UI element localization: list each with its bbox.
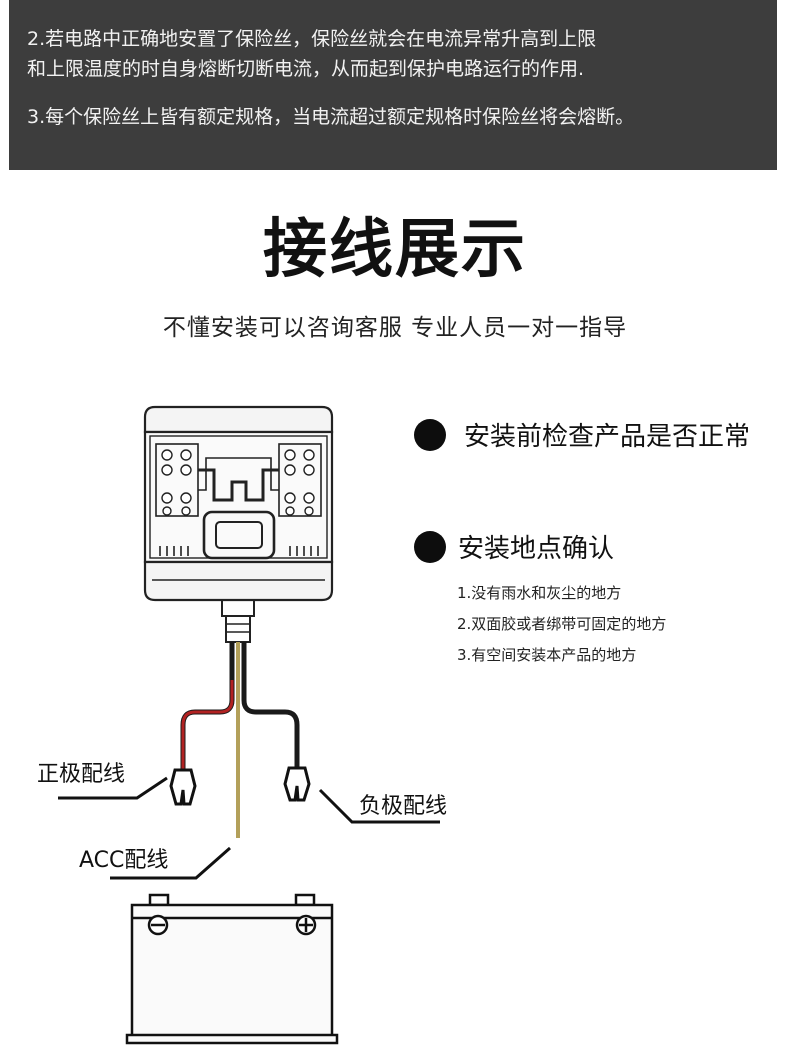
- notice-line: 3.每个保险丝上皆有额定规格，当电流超过额定规格时保险丝将会熔断。: [27, 106, 635, 128]
- list-item: 3.有空间安装本产品的地方: [457, 646, 637, 664]
- checklist-item-label: 安装地点确认: [458, 534, 615, 564]
- bullet-dot-icon: [414, 418, 446, 451]
- vent-slots: [159, 546, 319, 556]
- positive-wire-red: [181, 680, 234, 770]
- list-item: 1.没有雨水和灰尘的地方: [457, 584, 622, 602]
- bullet-dot-icon: [414, 530, 446, 563]
- battery-terminal-positive-icon: [295, 914, 317, 936]
- page-title: 接线展示: [263, 213, 527, 287]
- negative-fork-terminal: [283, 766, 311, 802]
- location-requirements-list: 1.没有雨水和灰尘的地方 2.双面胶或者绑带可固定的地方 3.有空间安装本产品的…: [457, 578, 666, 671]
- notice-line: 2.若电路中正确地安置了保险丝，保险丝就会在电流异常升高到上限: [27, 28, 597, 50]
- list-item: 2.双面胶或者绑带可固定的地方: [457, 615, 667, 633]
- checklist-item-label: 安装前检查产品是否正常: [464, 422, 751, 452]
- checklist-item-location: 安装地点确认: [414, 528, 614, 565]
- positive-wire: [180, 642, 235, 770]
- negative-wire-label: 负极配线: [359, 794, 448, 819]
- positive-wire-label: 正极配线: [37, 762, 126, 787]
- negative-wire: [241, 642, 300, 768]
- positive-fork-terminal: [169, 768, 197, 806]
- page-subtitle: 不懂安装可以咨询客服 专业人员一对一指导: [162, 315, 628, 341]
- acc-wire-label: ACC配线: [79, 848, 169, 873]
- info-notice-panel: 2.若电路中正确地安置了保险丝，保险丝就会在电流异常升高到上限 和上限温度的时自…: [9, 0, 777, 170]
- battery-terminal-negative-icon: [147, 914, 169, 936]
- checklist-item-product-check: 安装前检查产品是否正常: [414, 416, 750, 453]
- terminal-screws: [161, 449, 315, 516]
- device-unit: [143, 405, 334, 643]
- notice-line: 和上限温度的时自身熔断切断电流，从而起到保护电路运行的作用.: [27, 58, 585, 80]
- leader-lines: [58, 776, 440, 880]
